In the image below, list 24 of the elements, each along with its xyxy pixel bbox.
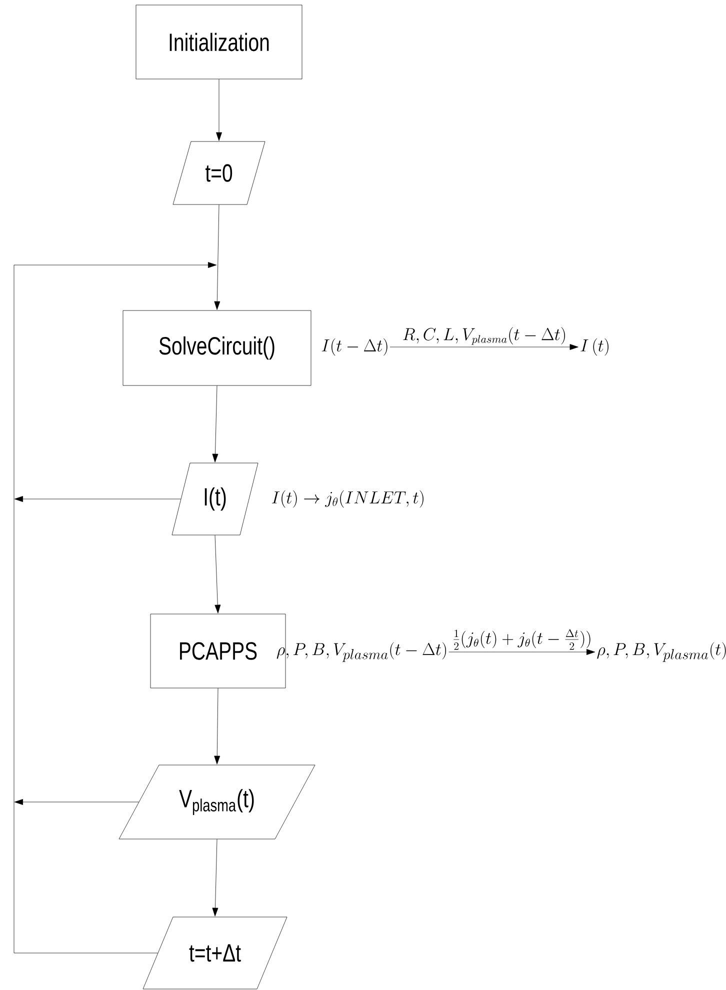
formula-text: $I(t-\Delta t)$ xyxy=(322,338,388,356)
arrow xyxy=(14,496,181,502)
formula-text: $I\left(t\right)$ xyxy=(580,338,608,356)
arrow xyxy=(214,688,220,764)
edge-label: $R,C,L,V_{plasma}(t-\Delta t)$ xyxy=(403,327,565,345)
data-parallelogram: t=t+Δt xyxy=(142,916,288,990)
arrow xyxy=(14,799,139,805)
formula-text: $\rho,P,B,V_{plasma}(t-\Delta t)$ xyxy=(276,642,446,662)
arrow xyxy=(390,344,578,350)
data-parallelogram: V$_{plasma}$(t) xyxy=(118,764,316,840)
arrow xyxy=(448,649,596,655)
feedback-arrow xyxy=(14,262,217,954)
edge-label: $\frac{1}{2}(j_{\theta}(t)+j_{\theta}(t-\frac{\Delta t}{2}))$ xyxy=(454,629,590,650)
process-box: Initialization xyxy=(136,4,302,80)
process-box: SolveCircuit() xyxy=(122,310,312,386)
formula-text: $\rho,P,B,V_{plasma}(t)$ xyxy=(597,642,726,662)
arrow xyxy=(216,79,222,141)
arrow xyxy=(212,839,218,916)
data-parallelogram: I(t) xyxy=(172,462,258,536)
data-parallelogram: t=0 xyxy=(172,141,266,205)
arrow xyxy=(214,204,220,310)
arrow xyxy=(212,386,218,462)
arrow xyxy=(214,535,221,614)
formula-text: $I(t)\rightarrow j_{\theta}(INLET,t)$ xyxy=(272,490,424,508)
